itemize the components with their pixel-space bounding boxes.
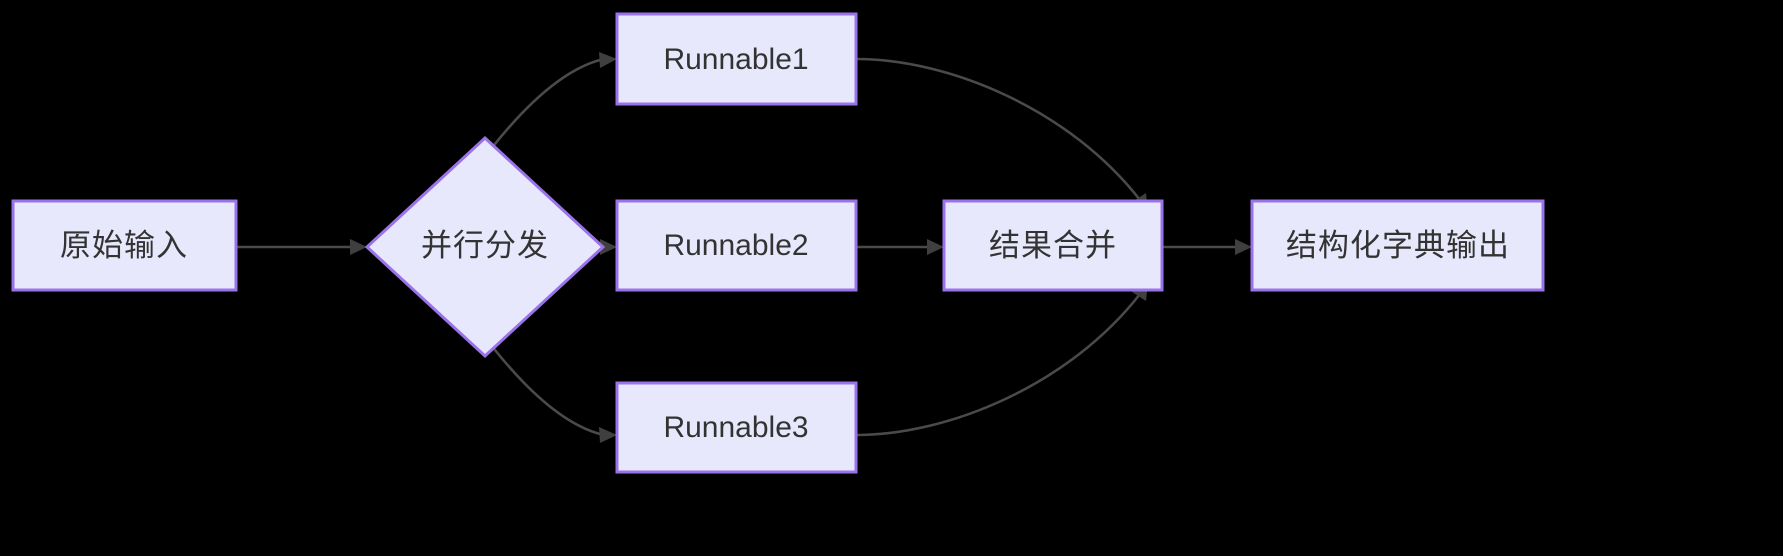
edge-runnable3-to-merge [855,282,1148,437]
node-layer: 原始输入 并行分发 Runnable1 Runnable2 Runnable3 [11,12,1545,474]
node-runnable2[interactable]: Runnable2 [615,199,858,292]
node-dispatch-label: 并行分发 [421,228,549,263]
edge-input-to-dispatch [236,239,367,255]
node-merge-shape[interactable] [942,199,1164,292]
node-merge[interactable]: 结果合并 [942,199,1164,292]
node-output[interactable]: 结构化字典输出 [1250,199,1545,292]
node-runnable3-label: Runnable3 [663,411,808,444]
node-dispatch[interactable]: 并行分发 [364,135,606,359]
arrowhead-icon [350,239,367,255]
node-input-label: 原始输入 [60,228,188,263]
node-runnable3-shape[interactable] [615,381,858,474]
edge-runnable1-to-merge [855,57,1148,212]
node-runnable1-label: Runnable1 [663,43,808,76]
node-input-shape[interactable] [11,199,238,292]
node-runnable1[interactable]: Runnable1 [615,12,858,106]
edge-line [855,57,1142,201]
node-runnable2-label: Runnable2 [663,229,808,262]
arrowhead-icon [599,52,617,68]
edge-dispatch-to-runnable3 [476,327,617,443]
edge-runnable2-to-merge [856,239,944,255]
node-output-label: 结构化字典输出 [1286,228,1510,263]
arrowhead-icon [599,427,617,443]
arrowhead-icon [927,239,944,255]
node-merge-label: 结果合并 [989,228,1117,263]
edge-line [855,293,1142,437]
node-input[interactable]: 原始输入 [11,199,238,292]
node-runnable1-shape[interactable] [615,12,858,106]
arrowhead-icon [600,239,617,255]
node-runnable2-shape[interactable] [615,199,858,292]
edge-merge-to-output [1162,239,1252,255]
node-dispatch-shape[interactable] [364,135,606,359]
arrowhead-icon [1235,239,1252,255]
node-runnable3[interactable]: Runnable3 [615,381,858,474]
node-output-shape[interactable] [1250,199,1545,292]
